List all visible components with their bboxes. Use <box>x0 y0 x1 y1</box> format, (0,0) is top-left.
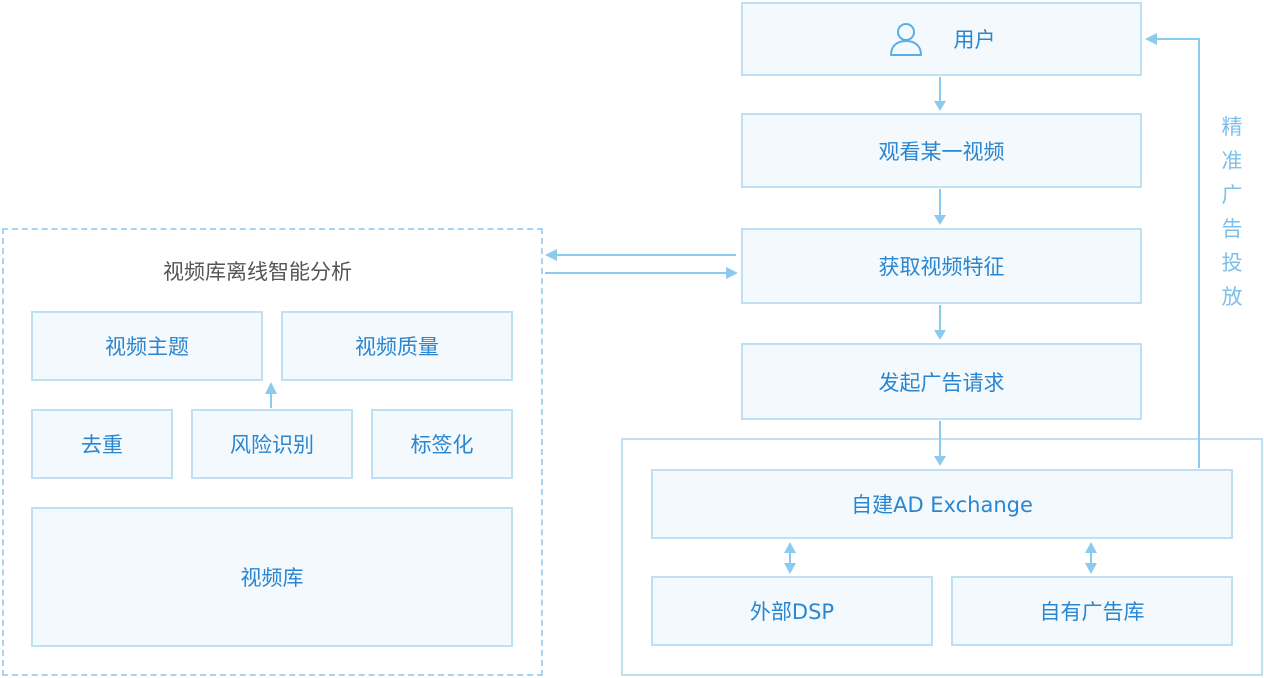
arrow-exchange-to-user <box>1157 38 1200 468</box>
user-icon <box>888 21 924 57</box>
video-library-box: 视频库 <box>31 507 513 647</box>
user-label: 用户 <box>953 28 996 52</box>
own-ad-library-box: 自有广告库 <box>951 576 1233 646</box>
risk-identify-box: 风险识别 <box>191 409 353 479</box>
get-features-box: 获取视频特征 <box>741 228 1142 304</box>
external-dsp-box: 外部DSP <box>651 576 933 646</box>
offline-analysis-title: 视频库离线智能分析 <box>163 260 352 284</box>
side-char: 放 <box>1221 285 1243 309</box>
video-topic-box: 视频主题 <box>31 311 263 381</box>
side-char: 广 <box>1221 183 1243 207</box>
side-char: 精 <box>1221 115 1243 139</box>
side-char: 准 <box>1221 149 1243 173</box>
ad-exchange-box: 自建AD Exchange <box>651 469 1233 539</box>
watch-video-box: 观看某一视频 <box>741 113 1142 188</box>
precise-ad-delivery-label: 精 准 广 告 投 放 <box>1217 110 1247 314</box>
side-char: 告 <box>1221 217 1243 241</box>
dedup-box: 去重 <box>31 409 173 479</box>
user-box: 用户 <box>741 2 1142 76</box>
ad-request-box: 发起广告请求 <box>741 343 1142 420</box>
tagging-box: 标签化 <box>371 409 513 479</box>
side-char: 投 <box>1221 251 1243 275</box>
video-quality-box: 视频质量 <box>281 311 513 381</box>
